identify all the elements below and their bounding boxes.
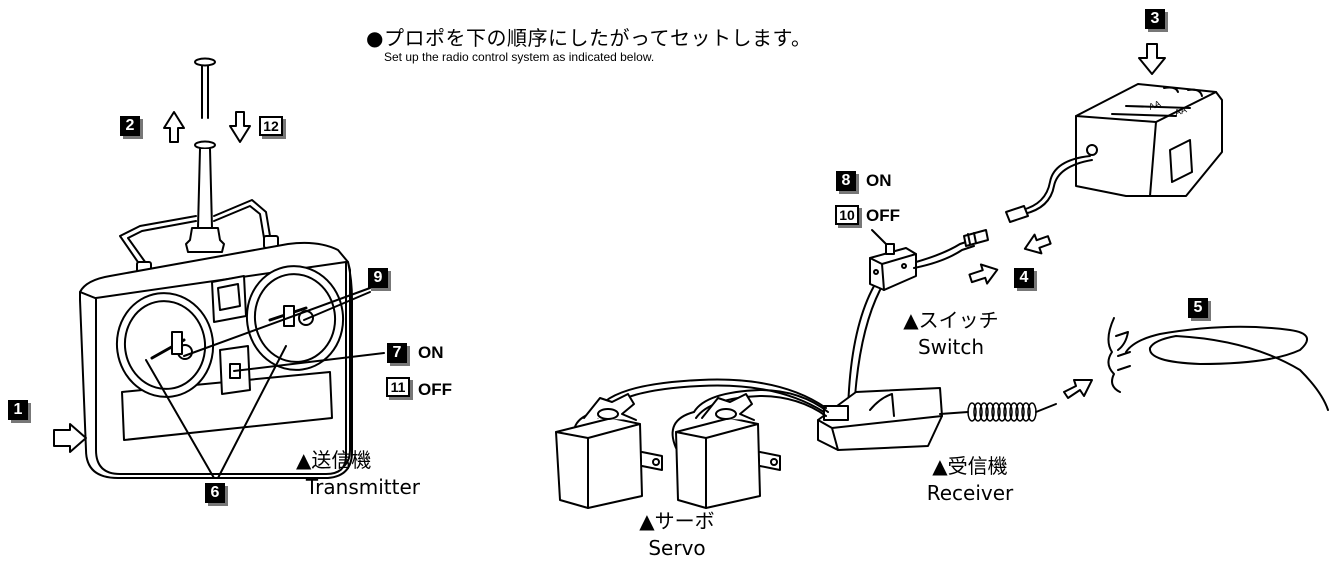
step-2-marker: 2 [120,116,140,136]
transmitter-label-en: Transmitter [305,475,420,499]
step-7-marker: 7 [387,343,407,363]
switch-label-en: Switch [917,335,985,359]
transmitter-label-jp: ▲送信機 [296,448,372,472]
receiver-icon [817,387,1057,451]
callout-lines [145,287,385,479]
step-5-marker: 5 [1188,298,1208,318]
step-11-marker: 11 [386,377,410,397]
receiver-label-jp: ▲受信機 [932,454,1008,478]
step-9-marker: 9 [368,268,388,288]
step-6-marker: 6 [205,483,225,503]
arrow-left-icon [1023,233,1052,255]
step-10-off-label: OFF [866,206,900,225]
arrow-right-icon [1063,379,1093,399]
step-4-marker: 4 [1014,268,1034,288]
antenna-wire [1125,325,1329,411]
transmitter-label: ▲送信機 Transmitter [296,447,420,501]
switch-label-jp: ▲スイッチ [903,308,999,332]
switch-label: ▲スイッチ Switch [886,307,1016,361]
step-11-off-label: OFF [418,380,452,399]
servo-label-en: Servo [648,536,706,560]
arrow-down-icon [229,111,251,143]
instruction-title-jp: ●プロポを下の順序にしたがってセットします。 [366,26,812,50]
battery-box-icon: AA AA [1075,83,1223,197]
servo-label-jp: ▲サーボ [639,509,715,533]
hand-icon [1107,317,1131,393]
svg-text:AA: AA [1147,98,1162,112]
step-12-marker: 12 [259,116,283,136]
step-10-marker: 10 [835,205,859,225]
arrow-right-icon [968,263,999,285]
receiver-label: ▲受信機 Receiver [910,453,1030,507]
arrow-down-icon [1138,43,1166,75]
switch-icon [847,229,989,413]
step-1-marker: 1 [8,400,28,420]
servo-label: ▲サーボ Servo [622,508,732,561]
transmitter-icon [79,199,353,479]
servo-icon [555,393,663,509]
svg-text:AA: AA [1173,104,1188,118]
instruction-title-en: Set up the radio control system as indic… [384,50,655,64]
antenna-collapsed-icon [185,140,225,253]
step-8-marker: 8 [836,171,856,191]
step-8-on-label: ON [866,171,892,190]
step-7-on-label: ON [418,343,444,362]
servo-icon [675,393,781,509]
antenna-extended-icon [194,57,216,119]
arrow-up-icon [163,111,185,143]
receiver-label-en: Receiver [926,481,1014,505]
step-3-marker: 3 [1145,9,1165,29]
arrow-right-icon [53,423,87,453]
